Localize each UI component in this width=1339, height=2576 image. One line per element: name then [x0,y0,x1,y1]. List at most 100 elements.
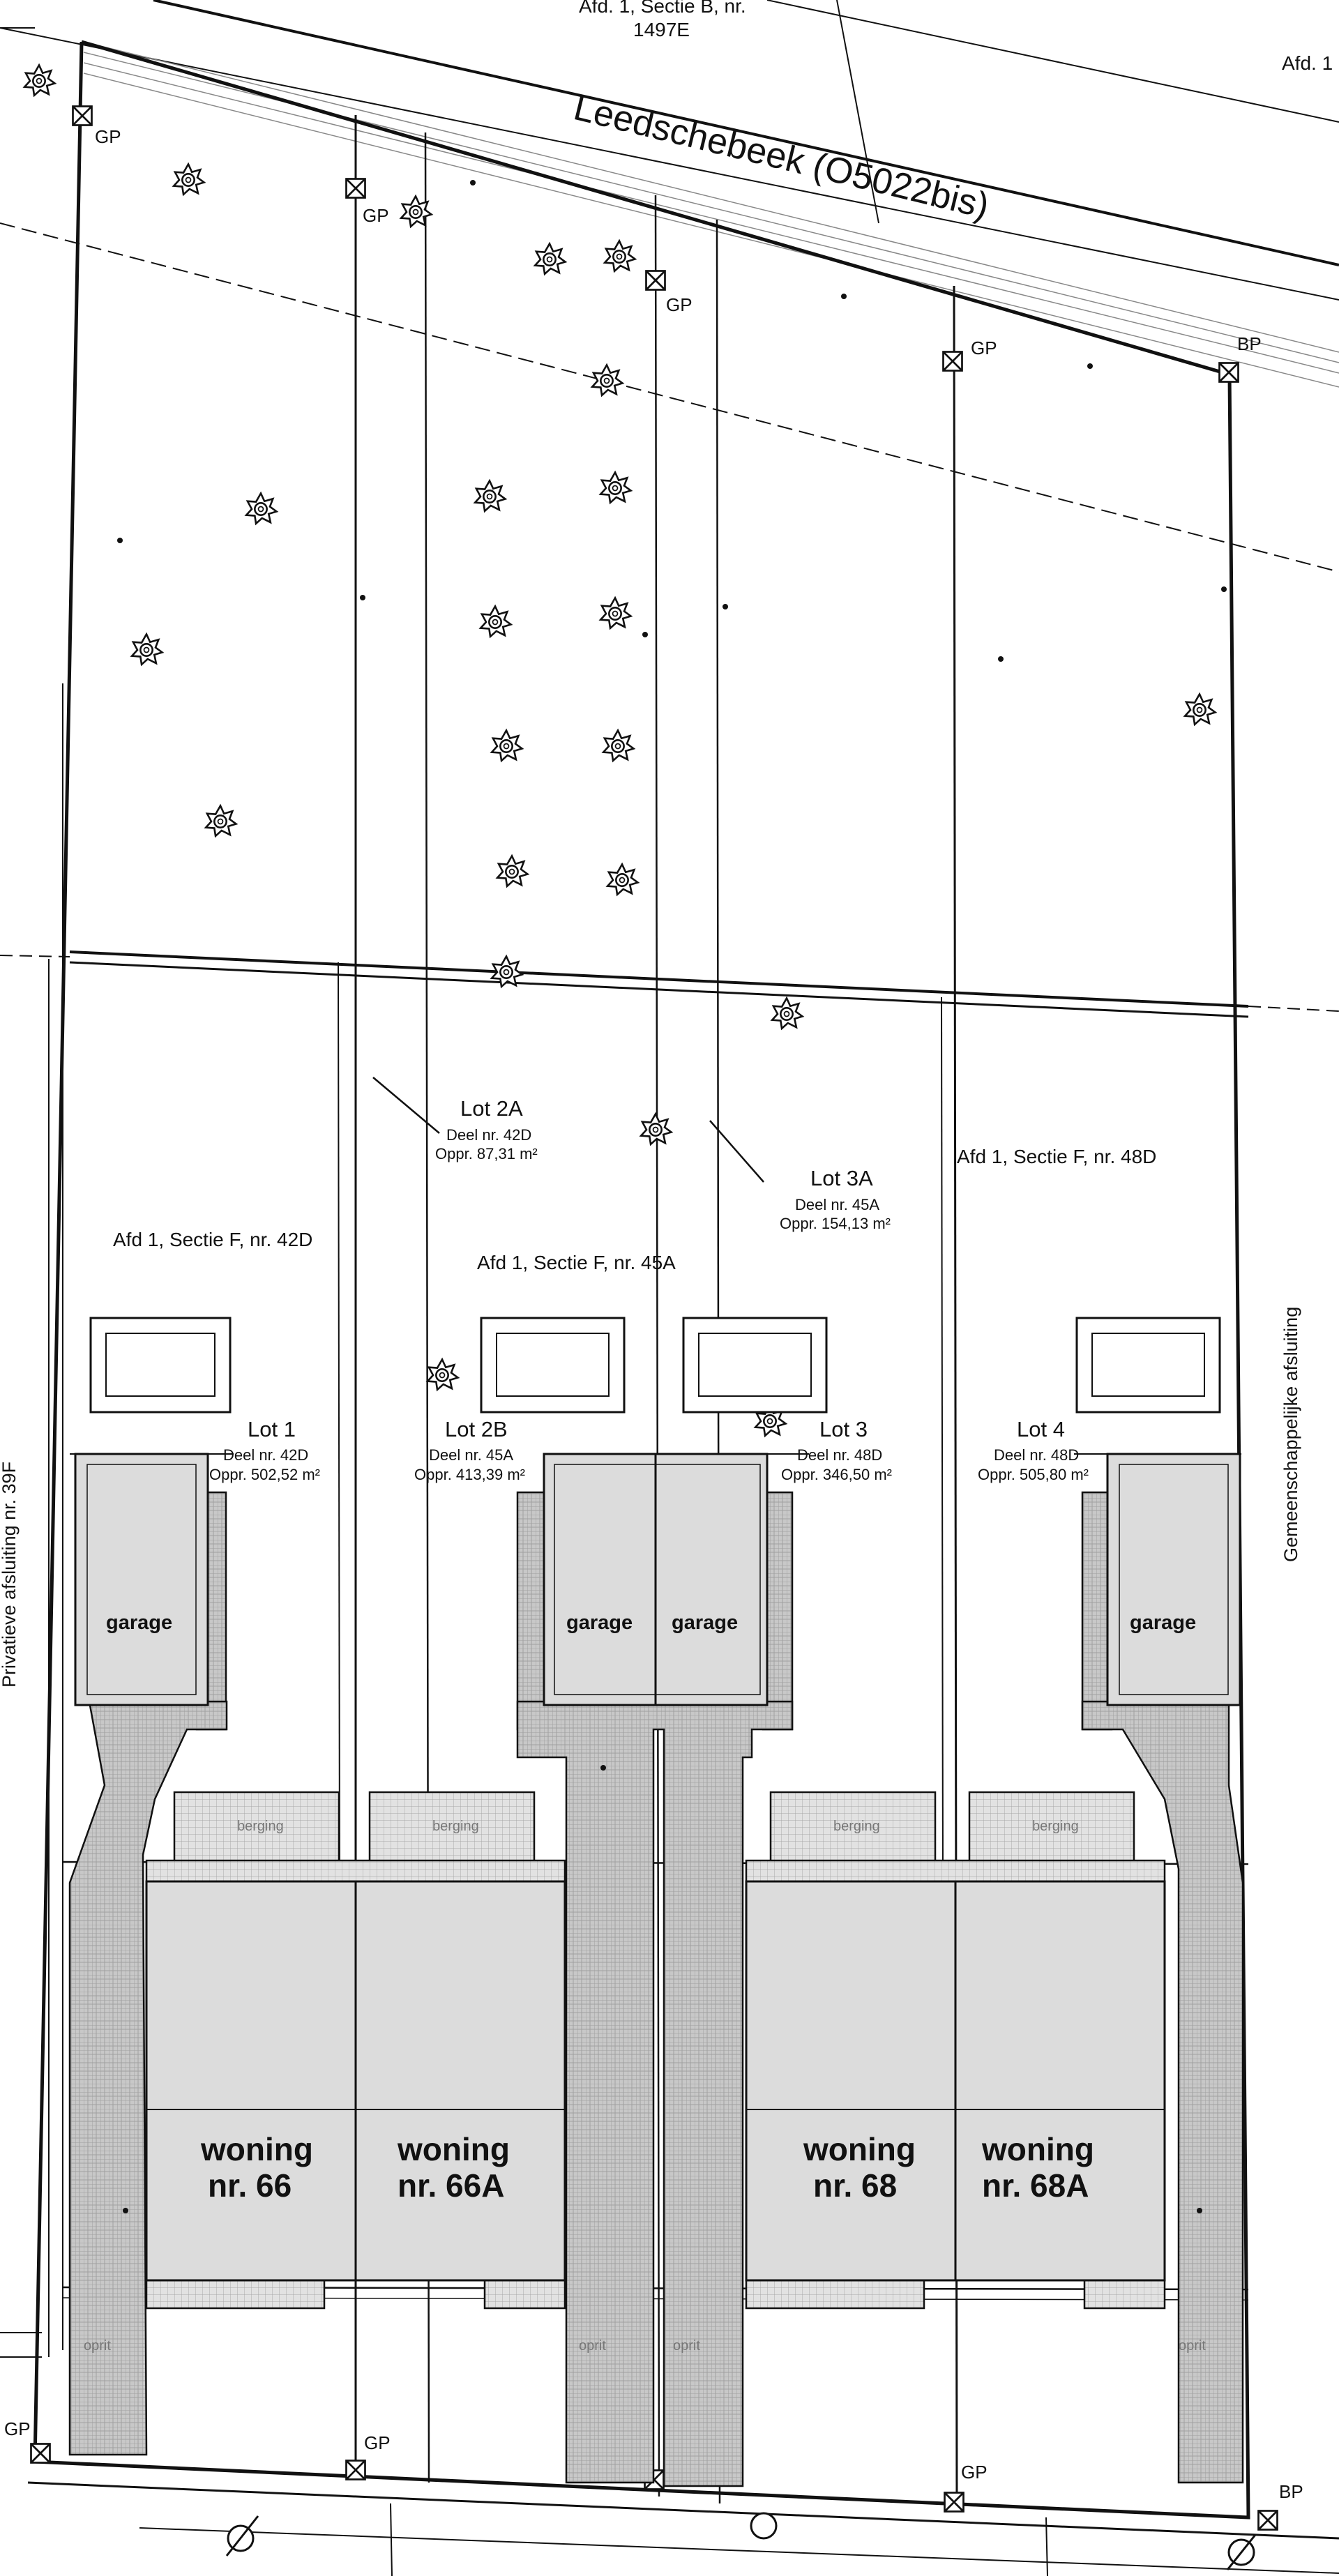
survey-marker-icon [944,2492,964,2513]
house-66 [145,1880,357,2282]
garage-label: garage [672,1612,738,1634]
lot3a-area: Oppr. 154,13 m² [780,1215,891,1232]
tree-icon [591,364,623,397]
tree-icon [130,633,163,666]
oprit-label: oprit [1179,2338,1206,2354]
manhole-icon [750,2512,778,2540]
lot2a-area: Oppr. 87,31 m² [435,1145,538,1162]
house-label-line2: nr. 68A [982,2167,1089,2204]
houses-block [145,1880,1166,2282]
parcel-label-48d: Afd 1, Sectie F, nr. 48D [957,1146,1156,1167]
lot1-area: Oppr. 502,52 m² [209,1466,320,1483]
tree-icon [771,997,803,1030]
survey-marker-icon [345,2460,366,2480]
garage-lot4 [1106,1453,1241,1706]
survey-label-gp: GP [364,2432,391,2453]
survey-label-gp: GP [961,2462,988,2483]
lot3a-deel: Deel nr. 45A [795,1196,879,1213]
tree-icon [23,64,56,97]
tree-icon [474,480,506,513]
lot2b-name: Lot 2B [445,1417,508,1441]
tree-icon [603,240,636,273]
tree-icon [496,855,529,888]
survey-marker-icon [345,178,366,199]
survey-label-gp: GP [363,205,389,226]
survey-marker-icon [30,2443,51,2464]
detail-dots [117,180,1227,2213]
stream-band [0,0,1339,573]
oprit-label: oprit [84,2338,111,2354]
leader-line-lot2a [372,1077,440,1134]
survey-marker-icon [942,351,963,372]
garage-lot2b [543,1453,657,1706]
survey-marker-icon [1257,2510,1278,2531]
survey-label-gp: GP [4,2418,31,2439]
garage-label: garage [1130,1612,1196,1634]
house-68a [954,1880,1166,2282]
lamp-post-icon [225,2515,259,2556]
lot2a-deel: Deel nr. 42D [446,1126,531,1144]
tree-icon [534,243,566,275]
garages [74,1453,1241,1706]
tree-icon [602,729,635,762]
shed-lot4 [1075,1317,1221,1414]
house-label-line1: woning [803,2131,916,2167]
tree-icon [606,863,639,896]
survey-marker-icon [645,270,666,291]
berging-label: berging [1032,1819,1079,1834]
garage-label: garage [106,1612,172,1634]
paved-areas [68,1491,1244,2487]
survey-marker-icon [72,105,93,126]
lot3-deel: Deel nr. 48D [797,1446,882,1464]
survey-label-bp: BP [1237,333,1262,354]
oprit-label: oprit [673,2338,700,2354]
tree-icon [490,729,523,762]
berging-label: berging [432,1819,479,1834]
right-boundary-label: Gemeenschappelijke afsluiting [1280,1307,1301,1562]
lot2b-deel: Deel nr. 45A [429,1446,513,1464]
house-label-line2: nr. 68 [813,2167,897,2204]
garage-label: garage [566,1612,633,1634]
tree-icon [640,1113,672,1146]
lot1-deel: Deel nr. 42D [223,1446,308,1464]
lot4-deel: Deel nr. 48D [994,1446,1079,1464]
survey-marker-icon [1218,362,1239,383]
parcel-label-45a: Afd 1, Sectie F, nr. 45A [477,1252,676,1273]
tree-icon [599,471,632,504]
lot3a-name: Lot 3A [810,1166,873,1190]
shed-lot2b [480,1317,626,1414]
house-label-line1: woning [397,2131,510,2167]
berging-label: berging [237,1819,284,1834]
parcel-top-label: Afd. 1, Sectie B, nr. [579,0,746,17]
garage-lot3 [654,1453,769,1706]
garage-lot1 [74,1453,209,1706]
lot2a-name: Lot 2A [460,1096,523,1121]
lot3-area: Oppr. 346,50 m² [781,1466,892,1483]
survey-label-gp: GP [95,126,121,147]
parcel-label-42d: Afd 1, Sectie F, nr. 42D [113,1229,312,1250]
lot2b-area: Oppr. 413,39 m² [414,1466,525,1483]
parcel-top-number: 1497E [633,19,690,40]
oprit-label: oprit [579,2338,606,2354]
shed-lot3 [682,1317,828,1414]
house-label-line1: woning [981,2131,1094,2167]
survey-label-gp: GP [971,338,997,358]
lot1-name: Lot 1 [248,1417,296,1441]
tree-icon [479,605,512,638]
lot4-area: Oppr. 505,80 m² [978,1466,1089,1483]
survey-label-gp: GP [666,294,693,315]
house-label-line2: nr. 66A [398,2167,504,2204]
tree-icon [599,597,632,630]
tree-icon [400,195,432,228]
house-label-line2: nr. 66 [208,2167,292,2204]
leader-line-lot3a [709,1120,764,1183]
garden-sheds [89,1317,1221,1414]
tree-icon [426,1358,459,1391]
lamp-post-icon [1226,2534,1257,2570]
tree-icon [172,163,205,196]
left-boundary-label: Privatieve afsluiting nr. 39F [0,1462,20,1688]
house-68 [745,1880,957,2282]
lot3-name: Lot 3 [819,1417,868,1441]
tree-icon [1183,693,1216,726]
